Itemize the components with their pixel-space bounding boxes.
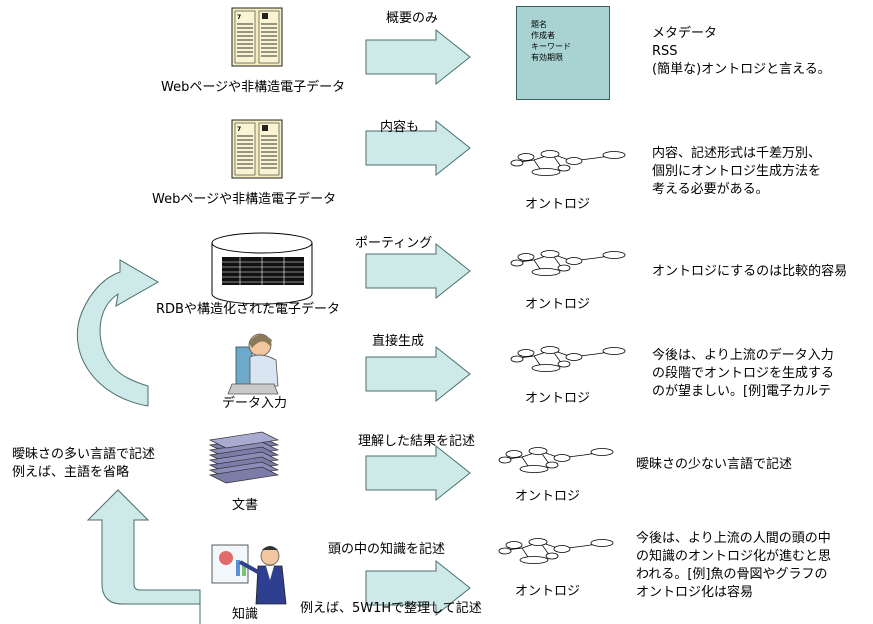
ontology-graph-icon-2 (510, 250, 626, 276)
arrow-porting (365, 243, 471, 299)
source-label-data-entry: データ入力 (222, 396, 288, 411)
curved-arrow-upper (76, 259, 160, 407)
metadata-field-author: 作成者 (531, 31, 555, 40)
knowledge-presenter-icon (211, 544, 287, 605)
result-label-ontology-5: オントロジ (515, 584, 581, 599)
source-label-web-1: Webページや非構造電子データ (161, 80, 346, 95)
web-page-doc-icon (231, 7, 283, 67)
arrow-document-understanding (365, 445, 471, 501)
arrow-label-content: 内容も (380, 120, 420, 135)
metadata-field-title: 題名 (531, 20, 547, 29)
metadata-field-keyword: キーワード (531, 42, 571, 51)
source-label-rdb: RDBや構造化された電子データ (156, 302, 340, 317)
note-upstream-entry: 今後は、より上流のデータ入力の段階でオントロジを生成するのが望ましい。[例]電子… (652, 348, 835, 399)
result-label-ontology-2: オントロジ (525, 297, 591, 312)
database-icon (211, 232, 313, 305)
arrow-label-summary: 概要のみ (386, 11, 439, 26)
document-stack-icon (208, 431, 280, 484)
result-label-ontology-3: オントロジ (525, 391, 591, 406)
ontology-graph-icon-4 (498, 447, 614, 473)
result-label-ontology-4: オントロジ (515, 489, 581, 504)
note-rdb-easy: オントロジにするのは比較的容易 (652, 264, 848, 279)
arrow-label-knowledge: 頭の中の知識を記述 (328, 542, 446, 557)
arrow-label-understanding: 理解した結果を記述 (358, 434, 476, 449)
arrow-direct-generation (365, 346, 471, 402)
metadata-field-expiry: 有効期限 (531, 53, 563, 62)
note-content-varied: 内容、記述形式は千差万別、個別にオントロジ生成方法を考える必要がある。 (652, 146, 822, 197)
source-label-knowledge: 知識 (232, 607, 259, 622)
arrow-summary-only (365, 29, 471, 85)
curved-arrow-lower (86, 489, 201, 624)
note-ambiguous-language: 曖昧さの多い言語で記述例えば、主語を省略 (12, 447, 156, 480)
web-page-doc-icon-2 (231, 119, 283, 179)
arrow-sublabel-5w1h: 例えば、5W1Hで整理して記述 (300, 601, 482, 616)
ontology-graph-icon (510, 150, 626, 176)
arrow-label-direct-generation: 直接生成 (372, 334, 425, 349)
source-label-web-2: Webページや非構造電子データ (152, 192, 337, 207)
result-label-ontology-1: オントロジ (525, 197, 591, 212)
source-label-document: 文書 (232, 498, 259, 513)
ontology-graph-icon-5 (498, 538, 614, 564)
metadata-box: 題名 作成者 キーワード 有効期限 (516, 6, 610, 100)
data-entry-person-icon (227, 333, 279, 395)
ontology-graph-icon-3 (510, 346, 626, 372)
arrow-label-porting: ポーティング (355, 236, 433, 251)
note-less-ambiguous: 曖昧さの少ない言語で記述 (636, 457, 793, 472)
note-upstream-knowledge: 今後は、より上流の人間の頭の中の知識のオントロジ化が進むと思われる。[例]魚の骨… (636, 531, 832, 600)
